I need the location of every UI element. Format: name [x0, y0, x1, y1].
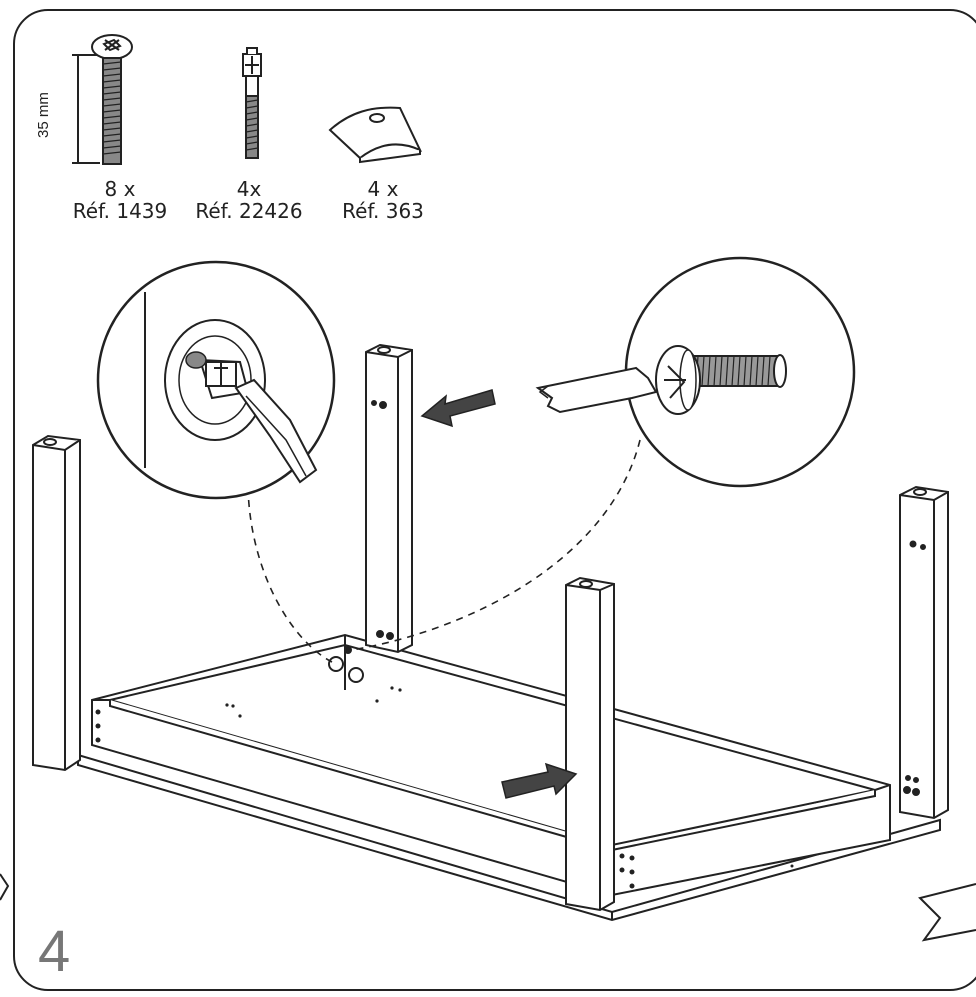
detail-circle-cam-dowel [96, 260, 336, 500]
part-363-label: 4 x Réf. 363 [328, 178, 438, 222]
step-number: 4 [38, 919, 71, 984]
dimension-label: 35 mm [35, 92, 52, 138]
cam-dowel-icon [242, 47, 262, 159]
leg-left [32, 434, 81, 772]
part-1439-qty: 8 x [104, 177, 136, 201]
next-page-arrow-icon [918, 883, 976, 942]
detail-leader-lines [247, 439, 641, 663]
arrow-to-front-leg-icon [501, 762, 578, 799]
part-363-ref: Réf. 363 [342, 199, 424, 223]
part-22426-label: 4x Réf. 22426 [182, 178, 316, 222]
apron-holes [95, 686, 794, 889]
part-1439-ref: Réf. 1439 [72, 199, 168, 223]
leg-right-back [899, 485, 949, 820]
apron-frame [91, 633, 891, 897]
part-22426-qty: 4x [236, 177, 262, 201]
arrow-to-back-leg-icon [420, 389, 496, 428]
leg-front [565, 576, 615, 912]
page-frame [13, 9, 976, 991]
curved-washer-icon [328, 106, 423, 164]
part-363-qty: 4 x [367, 177, 399, 201]
corner-fitting [328, 646, 364, 683]
leg-back [365, 343, 413, 654]
bolt-35mm-icon [72, 34, 133, 165]
detail-circle-bolt [535, 256, 856, 488]
part-1439-label: 8 x Réf. 1439 [60, 178, 180, 222]
part-22426-ref: Réf. 22426 [195, 199, 303, 223]
prev-page-arrow-icon [0, 873, 10, 901]
table-top [77, 735, 941, 922]
